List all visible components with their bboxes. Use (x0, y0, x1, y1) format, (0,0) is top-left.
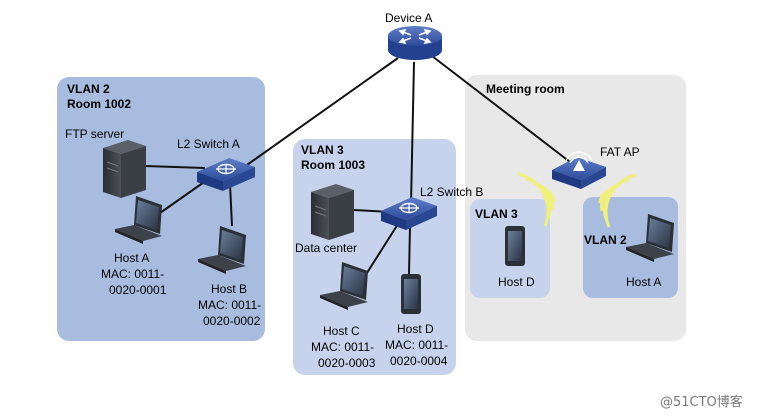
host-d-mac-line2: 0020-0004 (390, 354, 448, 368)
host-d-tablet-icon (401, 274, 421, 314)
data-center-label: Data center (295, 241, 357, 255)
device-a-label: Device A (385, 11, 432, 25)
host-a-mac-line1: MAC: 0011- (101, 267, 164, 281)
ftp-server-label: FTP server (65, 127, 124, 141)
host-b-mac-line1: MAC: 0011- (198, 298, 261, 312)
host-a-name: Host A (114, 251, 149, 265)
host-c-mac-line2: 0020-0003 (318, 356, 376, 370)
host-b-laptop-icon (198, 226, 246, 274)
device-a-router-icon (388, 26, 442, 60)
wireless-host-a-laptop-icon (626, 214, 674, 262)
host-b-mac-line2: 0020-0002 (203, 314, 261, 328)
wireless-host-a-label: Host A (626, 275, 661, 289)
host-a-laptop-icon (115, 196, 162, 244)
wireless-host-d-label: Host D (498, 275, 535, 289)
wireless-vlan3-label: VLAN 3 (475, 207, 518, 221)
vlan2-label: VLAN 2 (67, 82, 110, 96)
watermark: @51CTO博客 (660, 394, 743, 410)
wireless-vlan2-label: VLAN 2 (584, 233, 627, 247)
network-links (144, 55, 571, 277)
room1002-label: Room 1002 (67, 97, 131, 111)
l2-switch-a-icon (197, 158, 255, 191)
wifi-signal-right-icon (598, 173, 637, 228)
ftp-server-icon (103, 140, 146, 198)
host-c-laptop-icon (320, 262, 368, 310)
wifi-signal-left-icon (517, 172, 556, 227)
host-c-name: Host C (323, 324, 360, 338)
room1003-label: Room 1003 (301, 158, 365, 172)
wireless-host-d-tablet-icon (505, 226, 525, 266)
data-center-server-icon (311, 184, 354, 240)
meeting-room-label: Meeting room (486, 82, 565, 96)
vlan3-label: VLAN 3 (301, 143, 344, 157)
fat-ap-icon (552, 151, 606, 189)
host-a-mac-line2: 0020-0001 (109, 283, 167, 297)
host-c-mac-line1: MAC: 0011- (311, 340, 374, 354)
fat-ap-label: FAT AP (600, 145, 640, 159)
l2-switch-a-label: L2 Switch A (177, 137, 240, 151)
host-b-name: Host B (211, 282, 247, 296)
l2-switch-b-icon (381, 197, 437, 230)
host-d-mac-line1: MAC: 0011- (385, 338, 448, 352)
l2-switch-b-label: L2 Switch B (420, 185, 483, 199)
host-d-name: Host D (397, 322, 434, 336)
